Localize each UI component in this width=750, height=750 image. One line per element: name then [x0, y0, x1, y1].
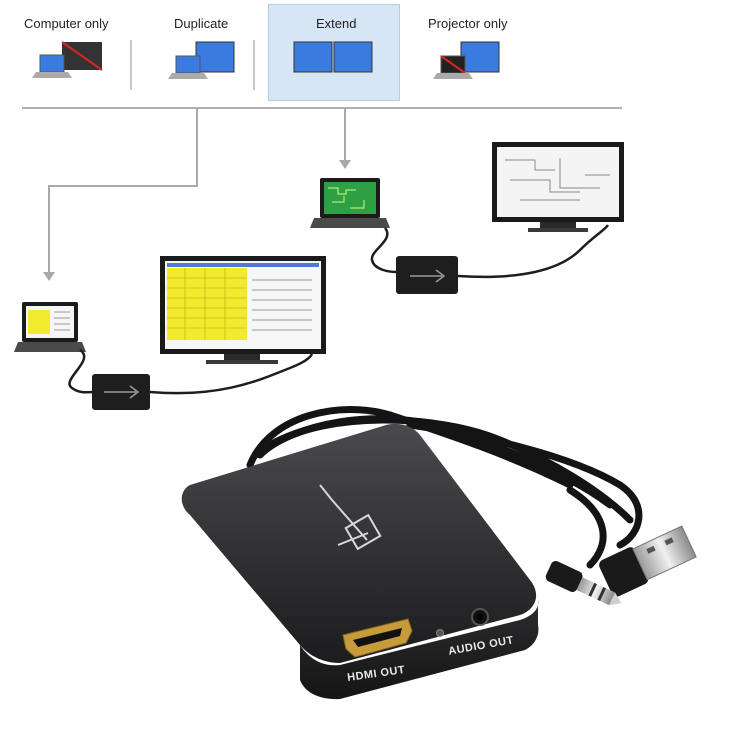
mode-label-projector-only: Projector only [428, 16, 508, 31]
arrow-down-icon [43, 272, 55, 281]
usb-adapter-small [396, 256, 458, 294]
computer-only-icon [32, 41, 103, 78]
monitor-icon [492, 142, 624, 232]
usb-plug [599, 525, 697, 597]
monitor-icon [160, 256, 326, 364]
usb-cable [246, 406, 643, 569]
laptop-icon [310, 178, 390, 228]
usb-adapter-small [92, 374, 150, 410]
arrow-down-icon [339, 160, 351, 169]
mode-divider [253, 40, 255, 90]
connection-diagram [14, 142, 624, 410]
usb-hdmi-adapter [181, 406, 697, 700]
projector-only-icon [433, 41, 500, 79]
hdmi-port [342, 618, 413, 658]
mode-label-computer-only: Computer only [24, 16, 109, 31]
usb-hd-logo [319, 484, 382, 551]
duplicate-connector [48, 185, 198, 187]
laptop-icon [14, 302, 86, 352]
audio-jack-plug [545, 560, 622, 606]
extend-connector [344, 108, 346, 163]
mode-icons [32, 41, 500, 79]
mode-divider [130, 40, 132, 90]
adapter-body [181, 423, 539, 700]
duplicate-icon [168, 41, 235, 79]
mode-separator-line [22, 107, 622, 109]
extend-icon [293, 41, 373, 73]
mode-label-duplicate: Duplicate [174, 16, 229, 31]
duplicate-connector [196, 108, 198, 186]
mode-label-extend: Extend [316, 16, 357, 31]
led-indicator [436, 629, 444, 637]
duplicate-connector [48, 185, 50, 275]
